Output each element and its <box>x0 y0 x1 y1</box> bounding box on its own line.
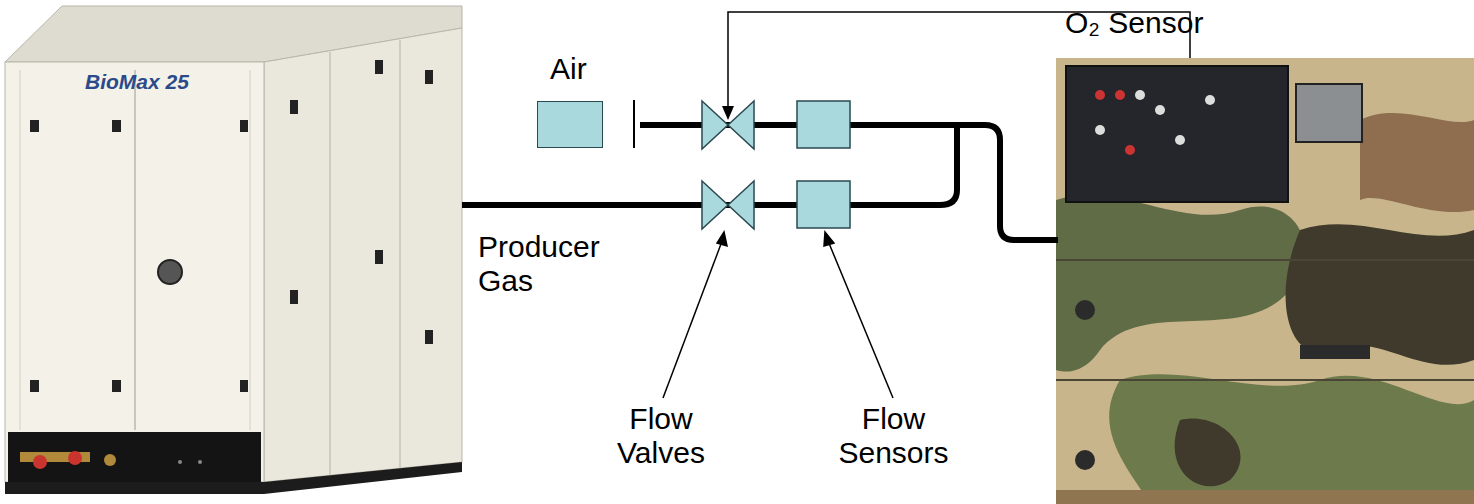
source-label: Air <box>550 52 587 86</box>
gasifier-unit: BioMax 25 <box>5 62 264 482</box>
stream-label: Producer Gas <box>478 230 628 298</box>
brand-name: BioMax 25 <box>85 70 189 94</box>
leader-line <box>663 232 893 398</box>
flow-valve-symbol <box>702 101 754 229</box>
pipes <box>462 100 1058 240</box>
gasifier-illustration <box>5 6 462 494</box>
flow-sensor-symbol <box>797 101 850 228</box>
air-source-box: Air <box>537 101 603 148</box>
generator-illustration <box>1056 58 1474 504</box>
callout-label: Flow Valves <box>596 402 726 470</box>
sensor-label: O₂ Sensor <box>1065 6 1325 40</box>
callout-label: Flow Sensors <box>826 402 961 470</box>
